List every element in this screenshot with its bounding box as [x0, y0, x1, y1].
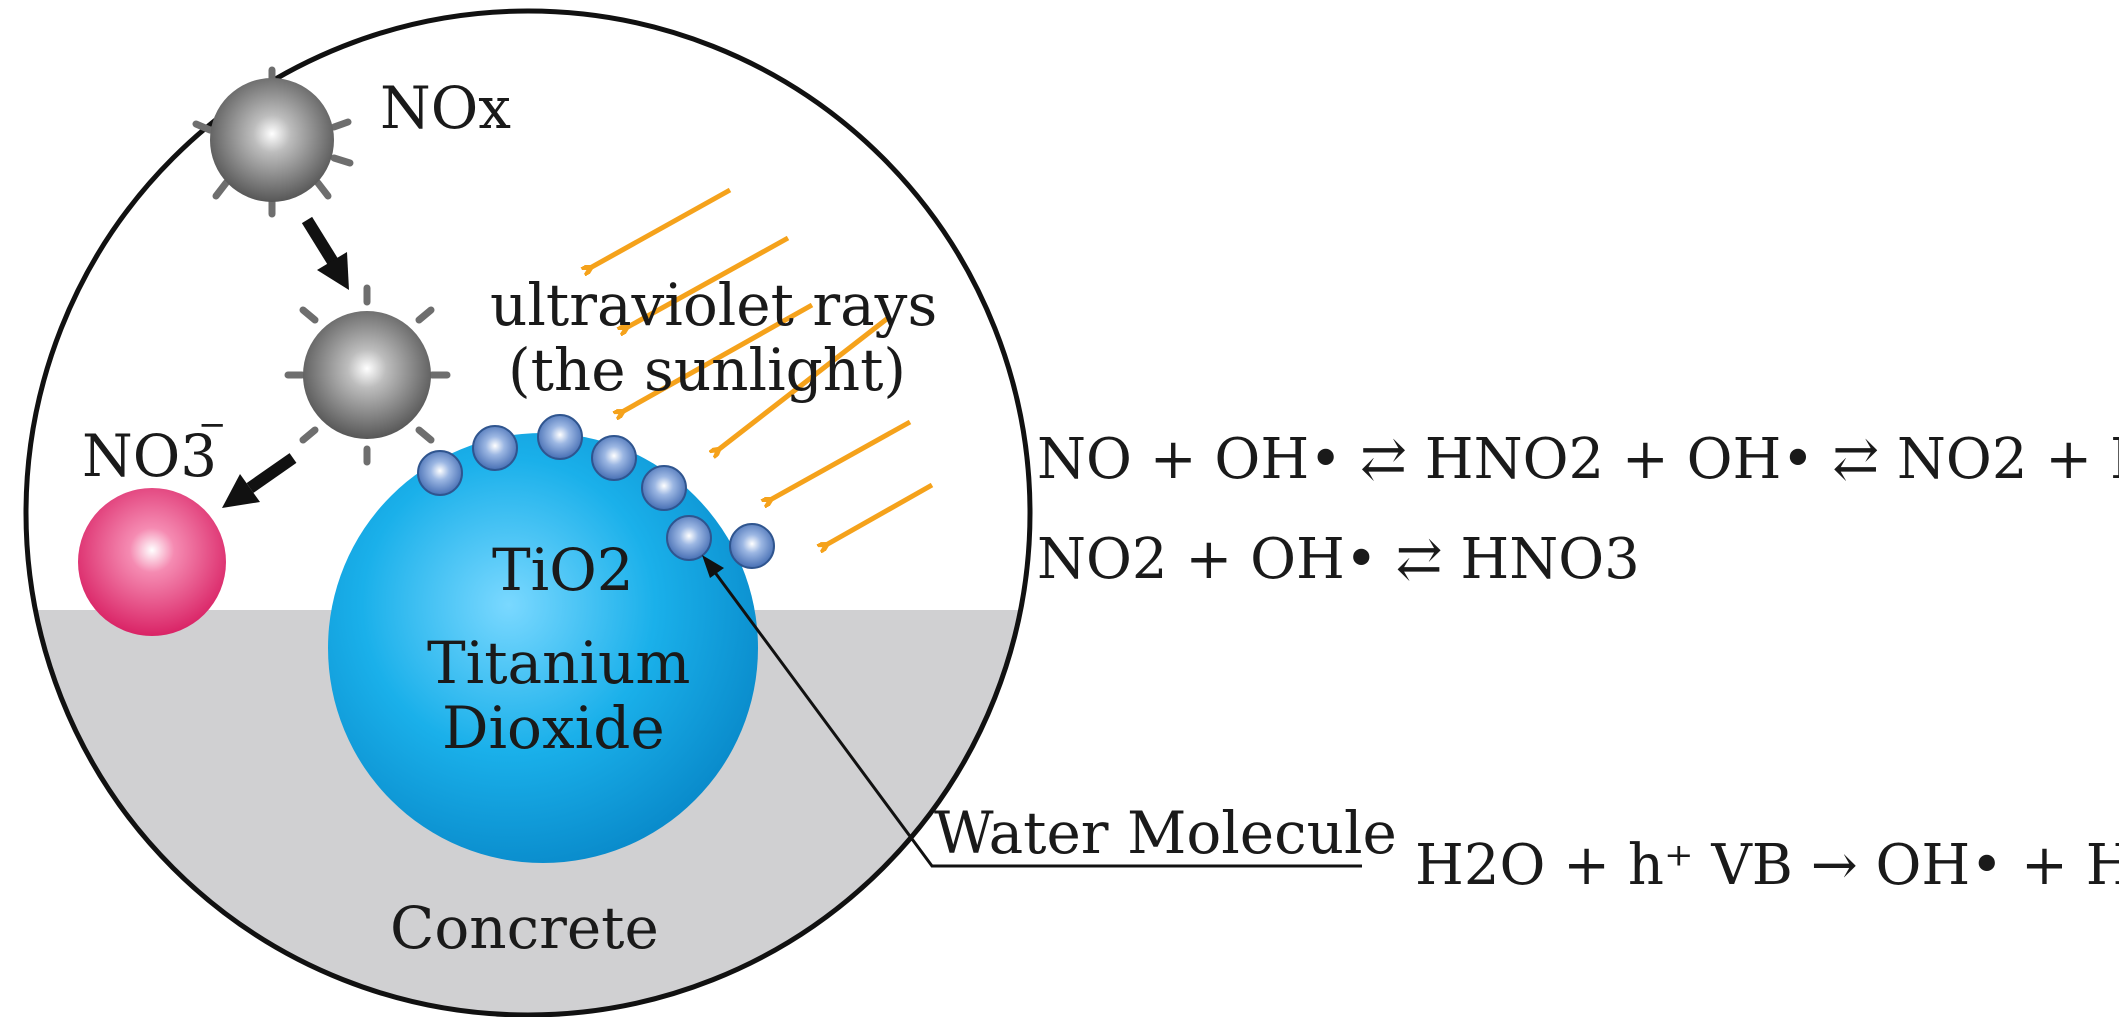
uv-ray-icon [622, 302, 814, 412]
uv-rays [590, 187, 934, 545]
uv-ray-icon [770, 419, 912, 500]
water-molecules [417, 414, 775, 569]
titanium-label: Titanium [427, 629, 690, 697]
concrete-label: Concrete [390, 894, 659, 962]
water-molecule-icon [729, 523, 775, 569]
equation-1: NO + OH• ⇄ HNO2 + OH• ⇄ NO2 + H2O [1037, 427, 2119, 492]
water-molecule-icon [641, 465, 687, 511]
water-molecule-label: Water Molecule [934, 799, 1397, 867]
water-molecule-leader [702, 555, 1362, 868]
nox-molecule-icon [284, 284, 451, 466]
magnifier-circle [23, 8, 1033, 1018]
uv-label-line2: (the sunlight) [508, 336, 906, 404]
nitrate-ion-icon [78, 488, 226, 636]
dioxide-label: Dioxide [442, 694, 665, 762]
uv-ray-icon [626, 235, 790, 328]
water-molecule-icon [666, 515, 712, 561]
water-molecule-icon [591, 435, 637, 481]
water-molecule-icon [472, 425, 518, 471]
uv-ray-icon [826, 482, 934, 545]
uv-ray-icon [590, 187, 732, 268]
no3-charge: − [198, 405, 227, 445]
nox-label: NOx [380, 74, 511, 142]
equation-2: NO2 + OH• ⇄ HNO3 [1037, 527, 1640, 592]
nox-molecule-icon [192, 66, 354, 218]
equation-3: H2O + h⁺ VB → OH• + H⁺ [1415, 833, 2119, 898]
water-molecule-icon [417, 450, 463, 496]
tio2-particle [328, 433, 758, 863]
reaction-arrow-icon [222, 453, 297, 508]
reaction-arrow-icon [301, 216, 349, 290]
reaction-arrows [222, 216, 349, 508]
no3-label: NO3 [82, 422, 217, 490]
water-molecule-icon [537, 414, 583, 460]
uv-ray-icon [718, 316, 890, 450]
uv-label-line1: ultraviolet rays [490, 271, 937, 339]
tio2-label: TiO2 [492, 536, 634, 604]
